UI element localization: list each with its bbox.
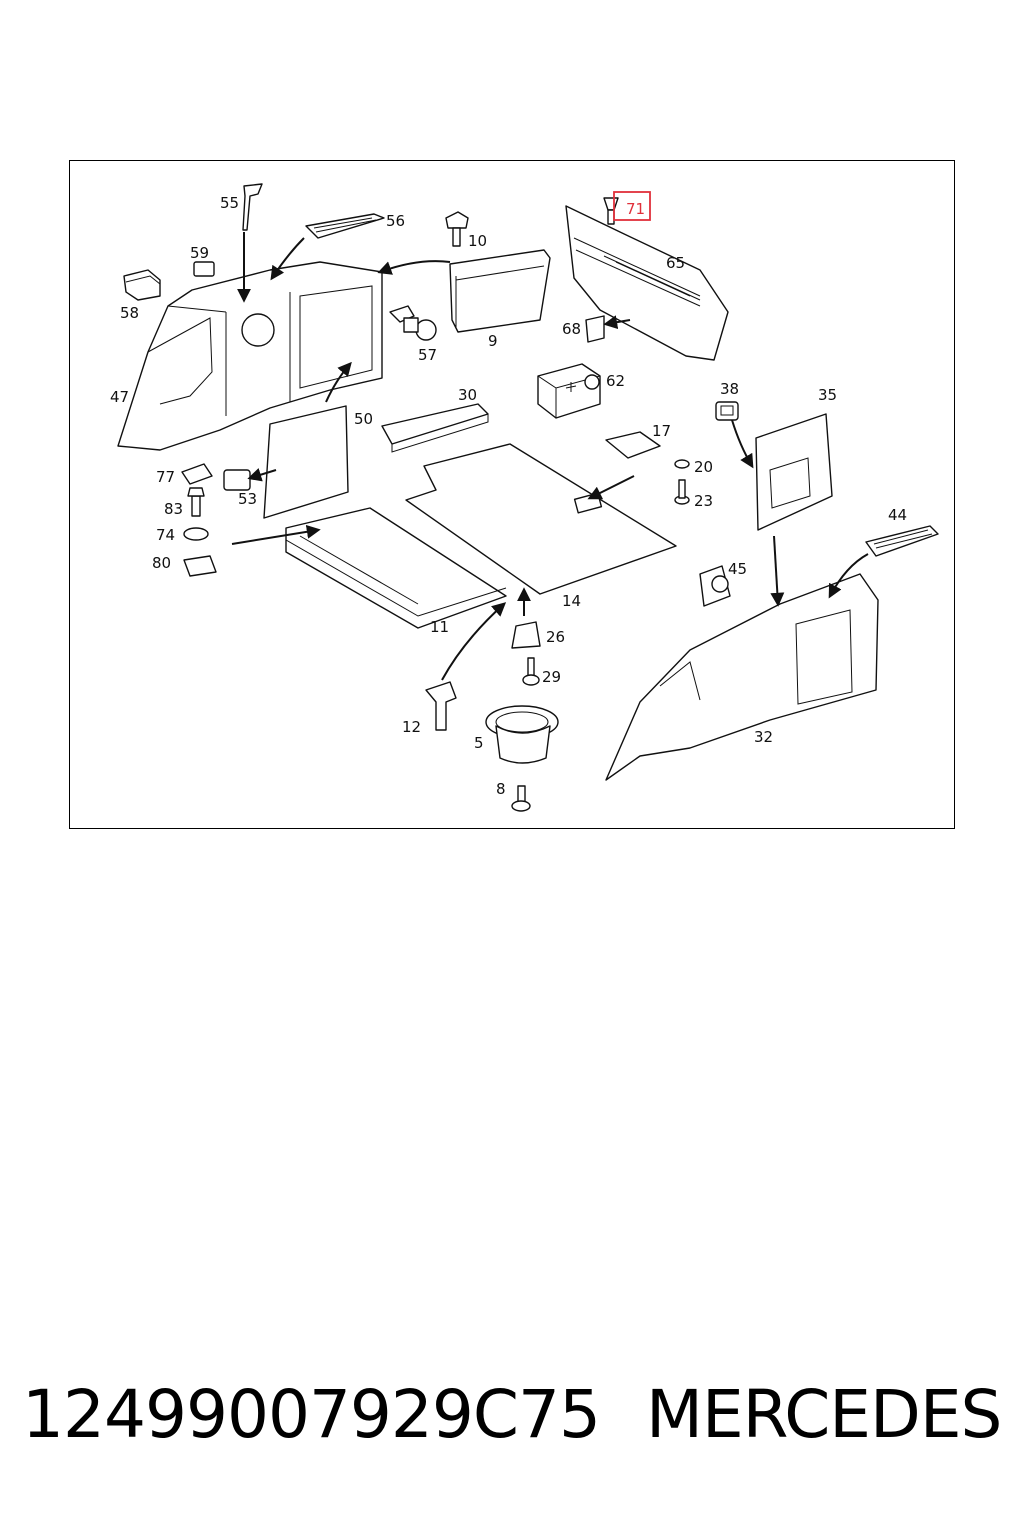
part-50-panel xyxy=(263,405,349,519)
callout-12: 12 xyxy=(402,718,421,736)
part-8-screw xyxy=(511,785,531,812)
part-53-latch xyxy=(223,469,251,491)
part-number: 12499007929C75 xyxy=(22,1376,601,1453)
callout-17: 17 xyxy=(652,422,671,440)
callout-23: 23 xyxy=(694,492,713,510)
part-77-clip xyxy=(181,463,213,485)
part-11-floor-section xyxy=(285,507,507,629)
part-20-washer xyxy=(674,459,690,469)
callout-8: 8 xyxy=(496,780,506,798)
part-10-bolt xyxy=(445,211,469,247)
callout-58: 58 xyxy=(120,304,139,322)
callout-14: 14 xyxy=(562,592,581,610)
callout-55: 55 xyxy=(220,194,239,212)
callout-44: 44 xyxy=(888,506,907,524)
callout-38: 38 xyxy=(720,380,739,398)
part-23-bolt xyxy=(674,479,690,505)
callout-30: 30 xyxy=(458,386,477,404)
part-12-plug xyxy=(425,681,457,731)
part-56-grille xyxy=(305,213,385,239)
brand-name: MERCEDES xyxy=(646,1376,1002,1453)
callout-57: 57 xyxy=(418,346,437,364)
callout-71: 71 xyxy=(626,200,645,218)
callout-47: 47 xyxy=(110,388,129,406)
callout-65: 65 xyxy=(666,254,685,272)
callout-32: 32 xyxy=(754,728,773,746)
part-9-storage-box xyxy=(449,249,551,333)
callout-10: 10 xyxy=(468,232,487,250)
callout-56: 56 xyxy=(386,212,405,230)
callout-26: 26 xyxy=(546,628,565,646)
part-62-first-aid-kit xyxy=(537,363,601,419)
part-29-screw xyxy=(522,657,540,686)
part-80-mount xyxy=(183,555,217,577)
part-5-cup-holder xyxy=(485,705,559,764)
callout-68: 68 xyxy=(562,320,581,338)
part-58-bracket xyxy=(123,269,161,301)
callout-20: 20 xyxy=(694,458,713,476)
callout-29: 29 xyxy=(542,668,561,686)
callout-11: 11 xyxy=(430,618,449,636)
part-65-rear-panel xyxy=(565,205,729,361)
part-68-label xyxy=(585,315,605,343)
callout-77: 77 xyxy=(156,468,175,486)
callout-labels: 55 56 59 58 10 57 9 47 50 30 62 68 65 71… xyxy=(110,194,907,798)
callout-62: 62 xyxy=(606,372,625,390)
callout-83: 83 xyxy=(164,500,183,518)
part-83-bolt xyxy=(187,487,205,517)
callout-5: 5 xyxy=(474,734,484,752)
parts-diagram: 55 56 59 58 10 57 9 47 50 30 62 68 65 71… xyxy=(110,183,939,812)
callout-59: 59 xyxy=(190,244,209,262)
part-45-socket xyxy=(699,565,731,607)
part-44-grille xyxy=(865,525,939,557)
part-55-strap xyxy=(242,183,263,231)
part-17-tray xyxy=(605,431,661,459)
part-57-push-clip xyxy=(389,305,437,341)
callout-80: 80 xyxy=(152,554,171,572)
part-35-side-panel xyxy=(755,413,833,531)
callout-45: 45 xyxy=(728,560,747,578)
part-30-cover-strip xyxy=(381,403,489,453)
part-14-floor-board xyxy=(405,443,677,595)
part-59-clip xyxy=(193,261,215,277)
callout-74: 74 xyxy=(156,526,175,544)
assembly-arrows xyxy=(231,232,869,681)
callout-9: 9 xyxy=(488,332,498,350)
part-47-left-side-trim xyxy=(117,261,383,451)
highlight-box xyxy=(613,191,651,221)
callout-50: 50 xyxy=(354,410,373,428)
footer: 12499007929C75 MERCEDES xyxy=(22,1376,1012,1476)
part-26-bracket xyxy=(511,621,541,649)
part-32-right-side-trim xyxy=(605,573,879,781)
callout-53: 53 xyxy=(238,490,257,508)
part-38-switch xyxy=(715,401,739,421)
part-74-ring xyxy=(183,527,209,541)
callout-35: 35 xyxy=(818,386,837,404)
